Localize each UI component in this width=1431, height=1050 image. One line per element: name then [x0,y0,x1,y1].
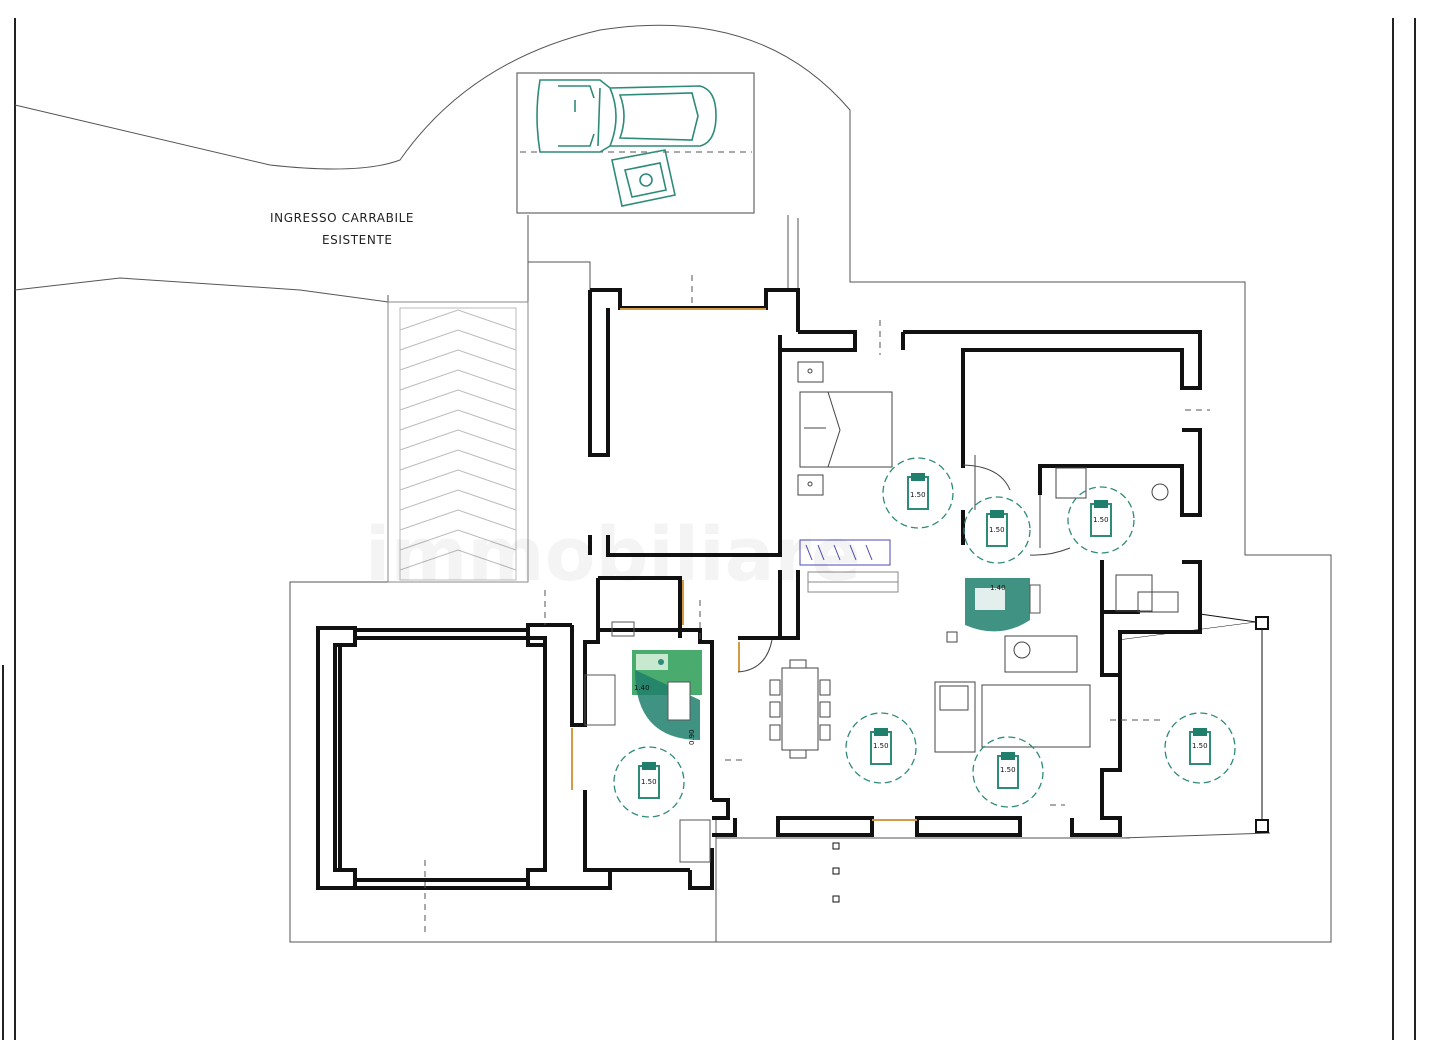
dimension-label-140-b: 1.40 [990,584,1006,592]
site-outline [14,24,1332,943]
windows [571,308,917,821]
page-frame [2,18,1416,1040]
entrance-label-line2: ESISTENTE [322,233,393,247]
column-markers [832,613,1269,903]
svg-text:1.50: 1.50 [873,742,889,750]
wheelchair-icon [611,149,676,207]
watermark: immobiliare [365,512,861,598]
turning-circle: 1.50 [882,457,954,529]
svg-text:1.50: 1.50 [910,491,926,499]
turning-circle: 1.50 [1164,712,1236,784]
doors [737,455,1071,673]
dimension-label-140: 1.40 [634,684,650,692]
corridor-bathroom [965,578,1041,632]
dimension-label-090: 0.90 [688,729,696,745]
building-walls [316,288,1202,890]
svg-text:1.50: 1.50 [989,526,1005,534]
car-icon [536,79,717,153]
entrance-label-line1: INGRESSO CARRABILE [270,211,414,225]
wardrobe [799,539,899,593]
accessible-parking-bay [516,72,755,214]
turning-circle: 1.50 [613,746,685,818]
turning-circle: 1.50 [1067,486,1135,554]
svg-text:1.50: 1.50 [1000,766,1016,774]
driveway-hatch [387,301,529,583]
dimension-lines [424,275,1210,935]
turning-circle: 1.50 [963,496,1031,564]
accessible-bathroom [584,621,711,863]
bedroom-furniture [797,361,893,496]
turning-circles: 1.50 1.50 1.50 1.50 1.50 [613,457,1236,818]
svg-text:1.50: 1.50 [1192,742,1208,750]
turning-circle: 1.50 [972,736,1044,808]
turning-circle: 1.50 [845,712,917,784]
svg-text:1.50: 1.50 [641,778,657,786]
svg-text:1.50: 1.50 [1093,516,1109,524]
living-furniture [769,467,1179,759]
